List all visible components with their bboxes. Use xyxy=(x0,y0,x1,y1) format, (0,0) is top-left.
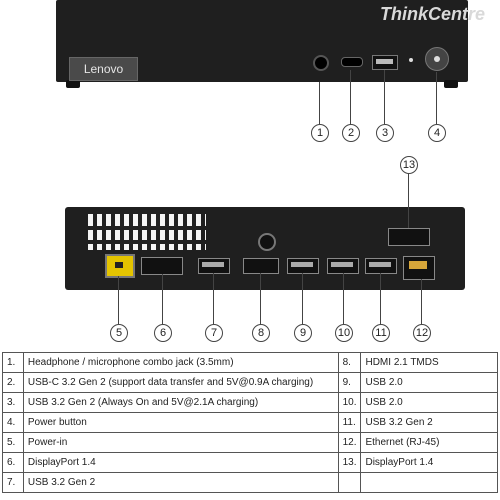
leader-2 xyxy=(350,70,351,124)
hdmi-port xyxy=(243,258,279,274)
displayport-rear-1 xyxy=(141,257,183,275)
power-in-port xyxy=(105,254,135,278)
leader-4 xyxy=(436,72,437,124)
legend-desc: Ethernet (RJ-45) xyxy=(360,432,498,453)
vent-grille xyxy=(88,214,206,250)
legend-num: 6. xyxy=(2,452,24,473)
callout-13: 13 xyxy=(400,156,418,174)
status-led xyxy=(409,58,413,62)
audio-jack-port xyxy=(313,55,329,71)
leader-12 xyxy=(421,279,422,324)
callout-8: 8 xyxy=(252,324,270,342)
legend-num: 2. xyxy=(2,372,24,393)
logo-think: Think xyxy=(380,4,428,24)
power-button xyxy=(425,47,449,71)
callout-7: 7 xyxy=(205,324,223,342)
legend-desc: USB 3.2 Gen 2 xyxy=(22,472,339,493)
callout-1: 1 xyxy=(311,124,329,142)
callout-6: 6 xyxy=(154,324,172,342)
usb-a-port-front xyxy=(372,55,398,70)
front-foot-left xyxy=(66,80,80,88)
legend-num xyxy=(337,472,362,493)
vent-gap xyxy=(88,226,206,230)
security-lock-slot xyxy=(258,233,276,251)
callout-12: 12 xyxy=(413,324,431,342)
front-foot-right xyxy=(444,80,458,88)
legend-num: 4. xyxy=(2,412,24,433)
legend-desc: DisplayPort 1.4 xyxy=(360,452,498,473)
legend-num: 9. xyxy=(337,372,362,393)
legend-desc: USB 3.2 Gen 2 (Always On and 5V@2.1A cha… xyxy=(22,392,339,413)
legend-num: 12. xyxy=(337,432,362,453)
usb-a-port-rear-2 xyxy=(287,258,319,274)
legend-desc: HDMI 2.1 TMDS xyxy=(360,352,498,373)
legend-num: 3. xyxy=(2,392,24,413)
leader-10 xyxy=(343,273,344,324)
callout-3: 3 xyxy=(376,124,394,142)
usb-c-port xyxy=(341,57,363,67)
logo-centre: Centre xyxy=(428,4,486,24)
thinkcentre-logo: ThinkCentre xyxy=(380,4,485,25)
legend-desc: USB-C 3.2 Gen 2 (support data transfer a… xyxy=(22,372,339,393)
leader-6 xyxy=(162,274,163,324)
callout-5: 5 xyxy=(110,324,128,342)
usb-a-port-rear-4 xyxy=(365,258,397,274)
legend-num: 8. xyxy=(337,352,362,373)
leader-8 xyxy=(260,273,261,324)
vent-gap xyxy=(88,240,206,244)
usb-a-port-rear-1 xyxy=(198,258,230,274)
leader-5 xyxy=(118,276,119,324)
callout-11: 11 xyxy=(372,324,390,342)
table-row: 7. USB 3.2 Gen 2 xyxy=(2,472,498,493)
legend-num: 11. xyxy=(337,412,362,433)
table-row: 1. Headphone / microphone combo jack (3.… xyxy=(2,352,498,373)
callout-2: 2 xyxy=(342,124,360,142)
legend-num: 10. xyxy=(337,392,362,413)
usb-a-port-rear-3 xyxy=(327,258,359,274)
leader-13 xyxy=(408,172,409,228)
legend-num: 7. xyxy=(2,472,24,493)
legend-desc xyxy=(360,472,498,493)
callout-10: 10 xyxy=(335,324,353,342)
callout-4: 4 xyxy=(428,124,446,142)
leader-7 xyxy=(213,273,214,324)
leader-1 xyxy=(319,82,320,124)
lenovo-label: Lenovo xyxy=(69,57,138,81)
legend-num: 5. xyxy=(2,432,24,453)
table-row: 3. USB 3.2 Gen 2 (Always On and 5V@2.1A … xyxy=(2,392,498,413)
leader-11 xyxy=(380,273,381,324)
table-row: 2. USB-C 3.2 Gen 2 (support data transfe… xyxy=(2,372,498,393)
ethernet-port xyxy=(403,256,435,280)
legend-num: 1. xyxy=(2,352,24,373)
callout-9: 9 xyxy=(294,324,312,342)
legend-desc: USB 2.0 xyxy=(360,372,498,393)
legend-num: 13. xyxy=(337,452,362,473)
table-row: 6. DisplayPort 1.4 13. DisplayPort 1.4 xyxy=(2,452,498,473)
port-legend-table: 1. Headphone / microphone combo jack (3.… xyxy=(2,352,498,493)
leader-9 xyxy=(302,273,303,324)
leader-3 xyxy=(384,70,385,124)
legend-desc: Power button xyxy=(22,412,339,433)
legend-desc: Headphone / microphone combo jack (3.5mm… xyxy=(22,352,339,373)
legend-desc: USB 2.0 xyxy=(360,392,498,413)
table-row: 4. Power button 11. USB 3.2 Gen 2 xyxy=(2,412,498,433)
legend-desc: DisplayPort 1.4 xyxy=(22,452,339,473)
table-row: 5. Power-in 12. Ethernet (RJ-45) xyxy=(2,432,498,453)
legend-desc: USB 3.2 Gen 2 xyxy=(360,412,498,433)
legend-desc: Power-in xyxy=(22,432,339,453)
displayport-rear-2 xyxy=(388,228,430,246)
